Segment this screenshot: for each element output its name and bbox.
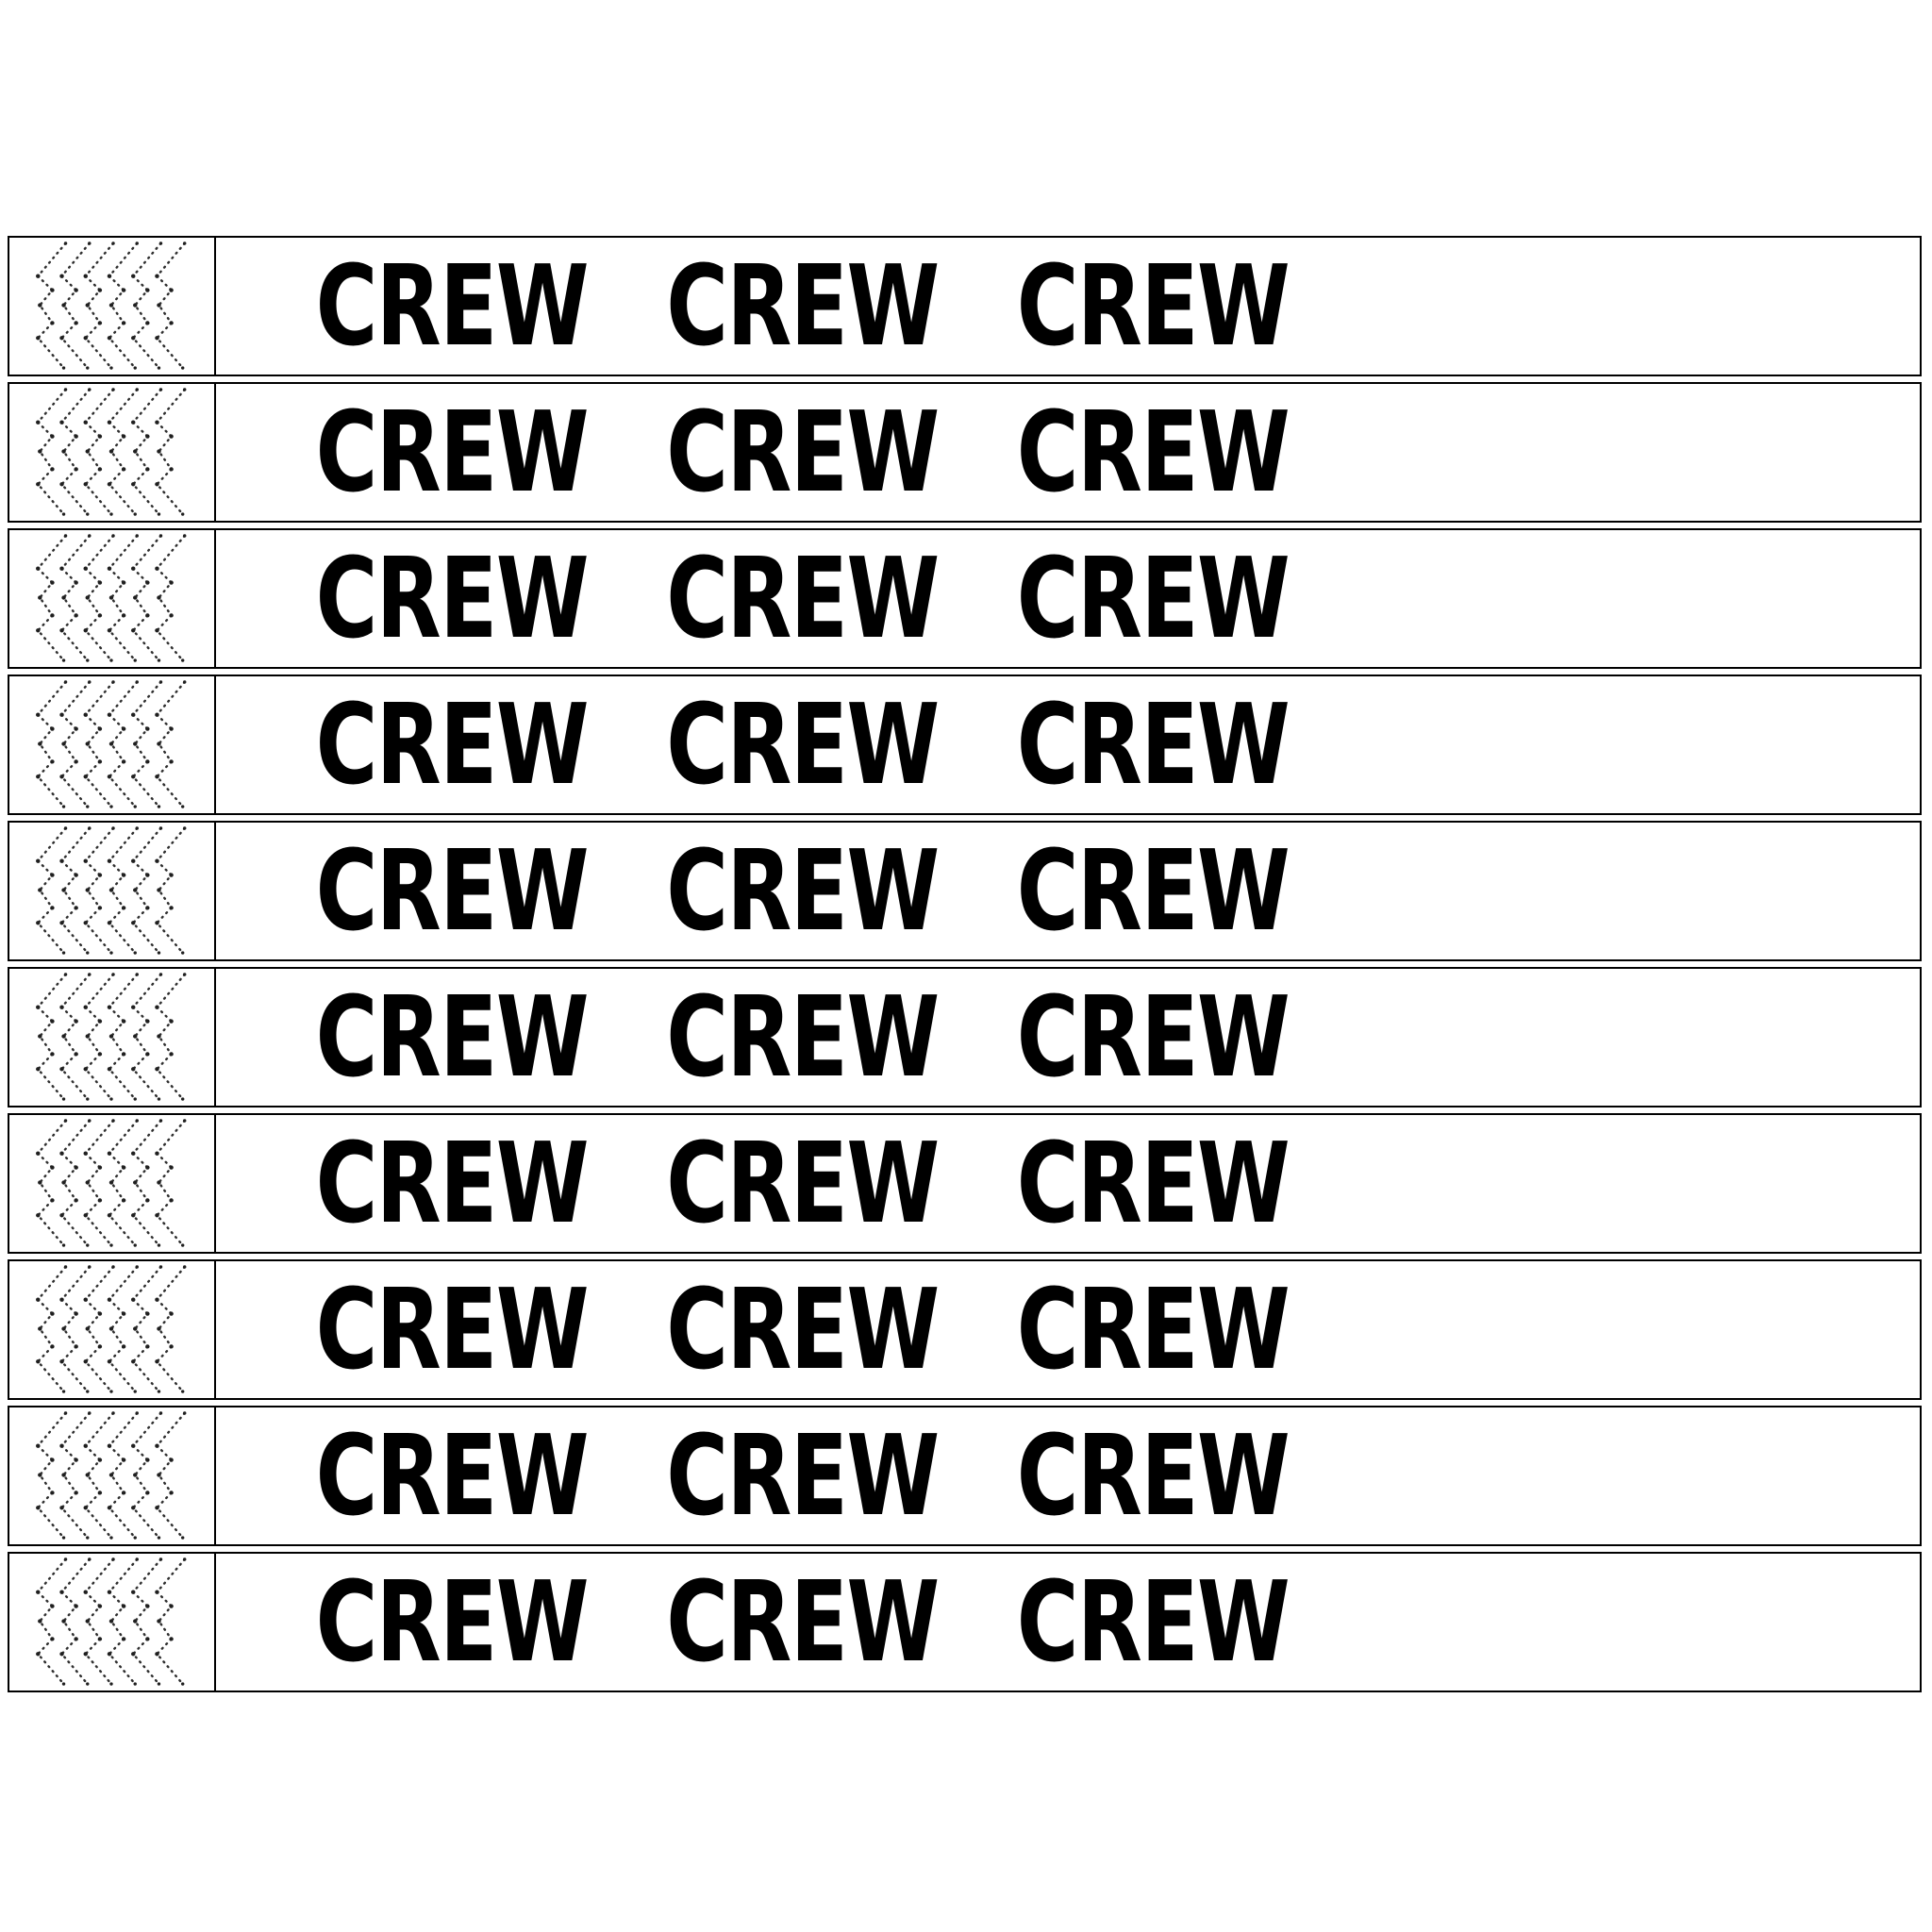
crew-label: CREW	[315, 534, 590, 663]
crew-label: CREW	[1016, 1119, 1291, 1248]
crew-label: CREW	[666, 1265, 940, 1394]
wristband: CREW CREW CREW	[8, 675, 1922, 815]
wristband: CREW CREW CREW	[8, 1113, 1922, 1254]
crew-label: CREW	[666, 1119, 940, 1248]
wristband: CREW CREW CREW	[8, 1552, 1922, 1692]
wristband-label-row: CREW CREW CREW	[216, 1111, 1579, 1255]
crew-label: CREW	[666, 388, 940, 517]
crew-label: CREW	[1016, 680, 1291, 809]
crew-label: CREW	[666, 680, 940, 809]
crew-label: CREW	[666, 1557, 940, 1687]
wristband: CREW CREW CREW	[8, 382, 1922, 523]
wristband-stub	[9, 1554, 216, 1690]
security-zigzag-pattern-icon	[9, 238, 214, 375]
wristband: CREW CREW CREW	[8, 528, 1922, 669]
wristband: CREW CREW CREW	[8, 1406, 1922, 1546]
security-zigzag-pattern-icon	[9, 823, 214, 959]
wristband-label-row: CREW CREW CREW	[216, 819, 1579, 962]
crew-label: CREW	[1016, 1265, 1291, 1394]
wristband-stub	[9, 1115, 216, 1252]
security-zigzag-pattern-icon	[9, 384, 214, 521]
security-zigzag-pattern-icon	[9, 676, 214, 813]
wristband-stub	[9, 1407, 216, 1544]
crew-label: CREW	[315, 242, 590, 371]
wristband-label-row: CREW CREW CREW	[216, 1550, 1579, 1693]
crew-label: CREW	[315, 680, 590, 809]
crew-label: CREW	[1016, 1557, 1291, 1687]
wristband: CREW CREW CREW	[8, 236, 1922, 376]
crew-label: CREW	[315, 1557, 590, 1687]
crew-label: CREW	[315, 1265, 590, 1394]
security-zigzag-pattern-icon	[9, 1407, 214, 1544]
crew-label: CREW	[666, 1411, 940, 1541]
wristband: CREW CREW CREW	[8, 821, 1922, 961]
wristband-label-row: CREW CREW CREW	[216, 965, 1579, 1108]
security-zigzag-pattern-icon	[9, 1554, 214, 1690]
wristband-stub	[9, 530, 216, 667]
crew-label: CREW	[315, 388, 590, 517]
wristband-label-row: CREW CREW CREW	[216, 1404, 1579, 1547]
wristband: CREW CREW CREW	[8, 967, 1922, 1108]
security-zigzag-pattern-icon	[9, 1261, 214, 1398]
wristband-stub	[9, 1261, 216, 1398]
wristband-stub	[9, 969, 216, 1106]
crew-label: CREW	[666, 534, 940, 663]
crew-label: CREW	[1016, 973, 1291, 1102]
wristband-stub	[9, 823, 216, 959]
crew-label: CREW	[666, 242, 940, 371]
crew-label: CREW	[1016, 388, 1291, 517]
wristband-label-row: CREW CREW CREW	[216, 673, 1579, 816]
wristband-stub	[9, 238, 216, 375]
security-zigzag-pattern-icon	[9, 969, 214, 1106]
wristband-stub	[9, 384, 216, 521]
crew-label: CREW	[1016, 242, 1291, 371]
wristband-label-row: CREW CREW CREW	[216, 380, 1579, 524]
wristband-label-row: CREW CREW CREW	[216, 234, 1579, 377]
wristband-label-row: CREW CREW CREW	[216, 526, 1579, 670]
crew-label: CREW	[315, 1411, 590, 1541]
wristband: CREW CREW CREW	[8, 1259, 1922, 1400]
wristband-label-row: CREW CREW CREW	[216, 1257, 1579, 1401]
security-zigzag-pattern-icon	[9, 530, 214, 667]
crew-label: CREW	[1016, 534, 1291, 663]
security-zigzag-pattern-icon	[9, 1115, 214, 1252]
crew-label: CREW	[666, 826, 940, 956]
wristband-stub	[9, 676, 216, 813]
wristband-sheet: CREW CREW CREW CREW CREW CREW	[8, 236, 1922, 1692]
crew-label: CREW	[315, 973, 590, 1102]
crew-label: CREW	[1016, 826, 1291, 956]
crew-label: CREW	[1016, 1411, 1291, 1541]
crew-label: CREW	[315, 1119, 590, 1248]
crew-label: CREW	[315, 826, 590, 956]
crew-label: CREW	[666, 973, 940, 1102]
